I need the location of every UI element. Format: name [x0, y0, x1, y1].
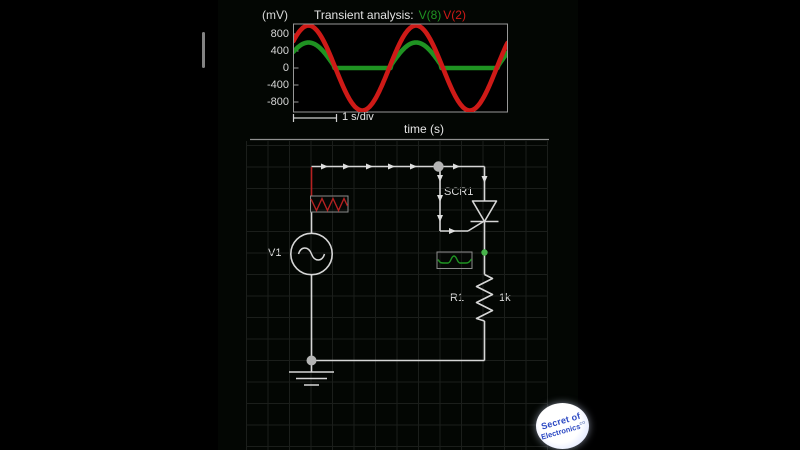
arrow-right-icon — [449, 228, 456, 234]
legend-v2[interactable]: V(2) — [443, 8, 466, 22]
arrow-down-icon — [481, 176, 488, 183]
scr-gate-lead — [467, 220, 484, 232]
trace-v8 — [294, 40, 507, 71]
transient-plot — [292, 23, 508, 122]
arrow-right-icon — [453, 163, 460, 170]
arrow-down-icon — [437, 195, 443, 202]
watermark-text: Secret of Electronicsco — [538, 411, 587, 442]
r1-label: R1 — [450, 292, 465, 304]
time-scale-label: 1 s/div — [342, 111, 374, 123]
probe-node-green[interactable] — [481, 249, 488, 256]
arrow-right-icon — [410, 163, 417, 170]
ytick-400: 400 — [270, 45, 289, 57]
inline-scope-green[interactable] — [436, 251, 473, 269]
ytick-800: 800 — [270, 28, 289, 40]
scope-box[interactable] — [436, 251, 473, 269]
wire-r1-to-ground[interactable] — [311, 321, 486, 362]
watermark-logo: Secret of Electronicsco — [536, 403, 589, 449]
arrow-down-icon — [437, 215, 443, 222]
arrow-right-icon — [343, 163, 350, 170]
ytick-0: 0 — [282, 62, 289, 74]
junction-node[interactable] — [306, 355, 317, 366]
arrow-right-icon — [388, 163, 395, 170]
arrow-right-icon — [366, 163, 373, 170]
component-r1-resistor[interactable] — [475, 273, 494, 322]
x-axis-label: time (s) — [404, 122, 444, 136]
mini-waveform-red — [310, 196, 349, 213]
ground-bars — [289, 371, 334, 386]
schematic-grid — [246, 141, 548, 450]
junction-node[interactable] — [433, 161, 444, 172]
scr-triangle[interactable] — [471, 200, 498, 223]
current-arrows — [321, 163, 488, 234]
arrow-down-icon — [437, 175, 443, 182]
plot-title: Transient analysis: — [314, 8, 414, 22]
v1-circle[interactable] — [289, 232, 333, 276]
schematic[interactable] — [289, 161, 499, 386]
mini-waveform-green — [437, 255, 473, 264]
ytick-neg800: -800 — [266, 96, 289, 108]
scope-box[interactable] — [310, 195, 349, 213]
wire-gate-branch[interactable] — [439, 166, 468, 232]
sine-icon — [297, 247, 326, 261]
time-scale-bar — [292, 114, 338, 122]
trace-v2 — [294, 24, 507, 112]
inline-scope-red[interactable] — [310, 195, 349, 213]
component-scr1-thyristor[interactable] — [467, 200, 499, 232]
legend-v8[interactable]: V(8) — [418, 8, 442, 22]
y-axis-units: (mV) — [262, 8, 288, 22]
arrow-right-icon — [321, 163, 328, 170]
resistor-zigzag[interactable] — [475, 273, 494, 322]
component-ground[interactable] — [289, 371, 334, 386]
ytick-neg400: -400 — [266, 79, 289, 91]
component-v1-ac-source[interactable] — [289, 232, 333, 276]
plot-scrollbar[interactable] — [202, 32, 205, 68]
watermark-suffix: co — [579, 419, 587, 427]
plot-title-row: Transient analysis: V(8) V(2) — [314, 8, 466, 22]
